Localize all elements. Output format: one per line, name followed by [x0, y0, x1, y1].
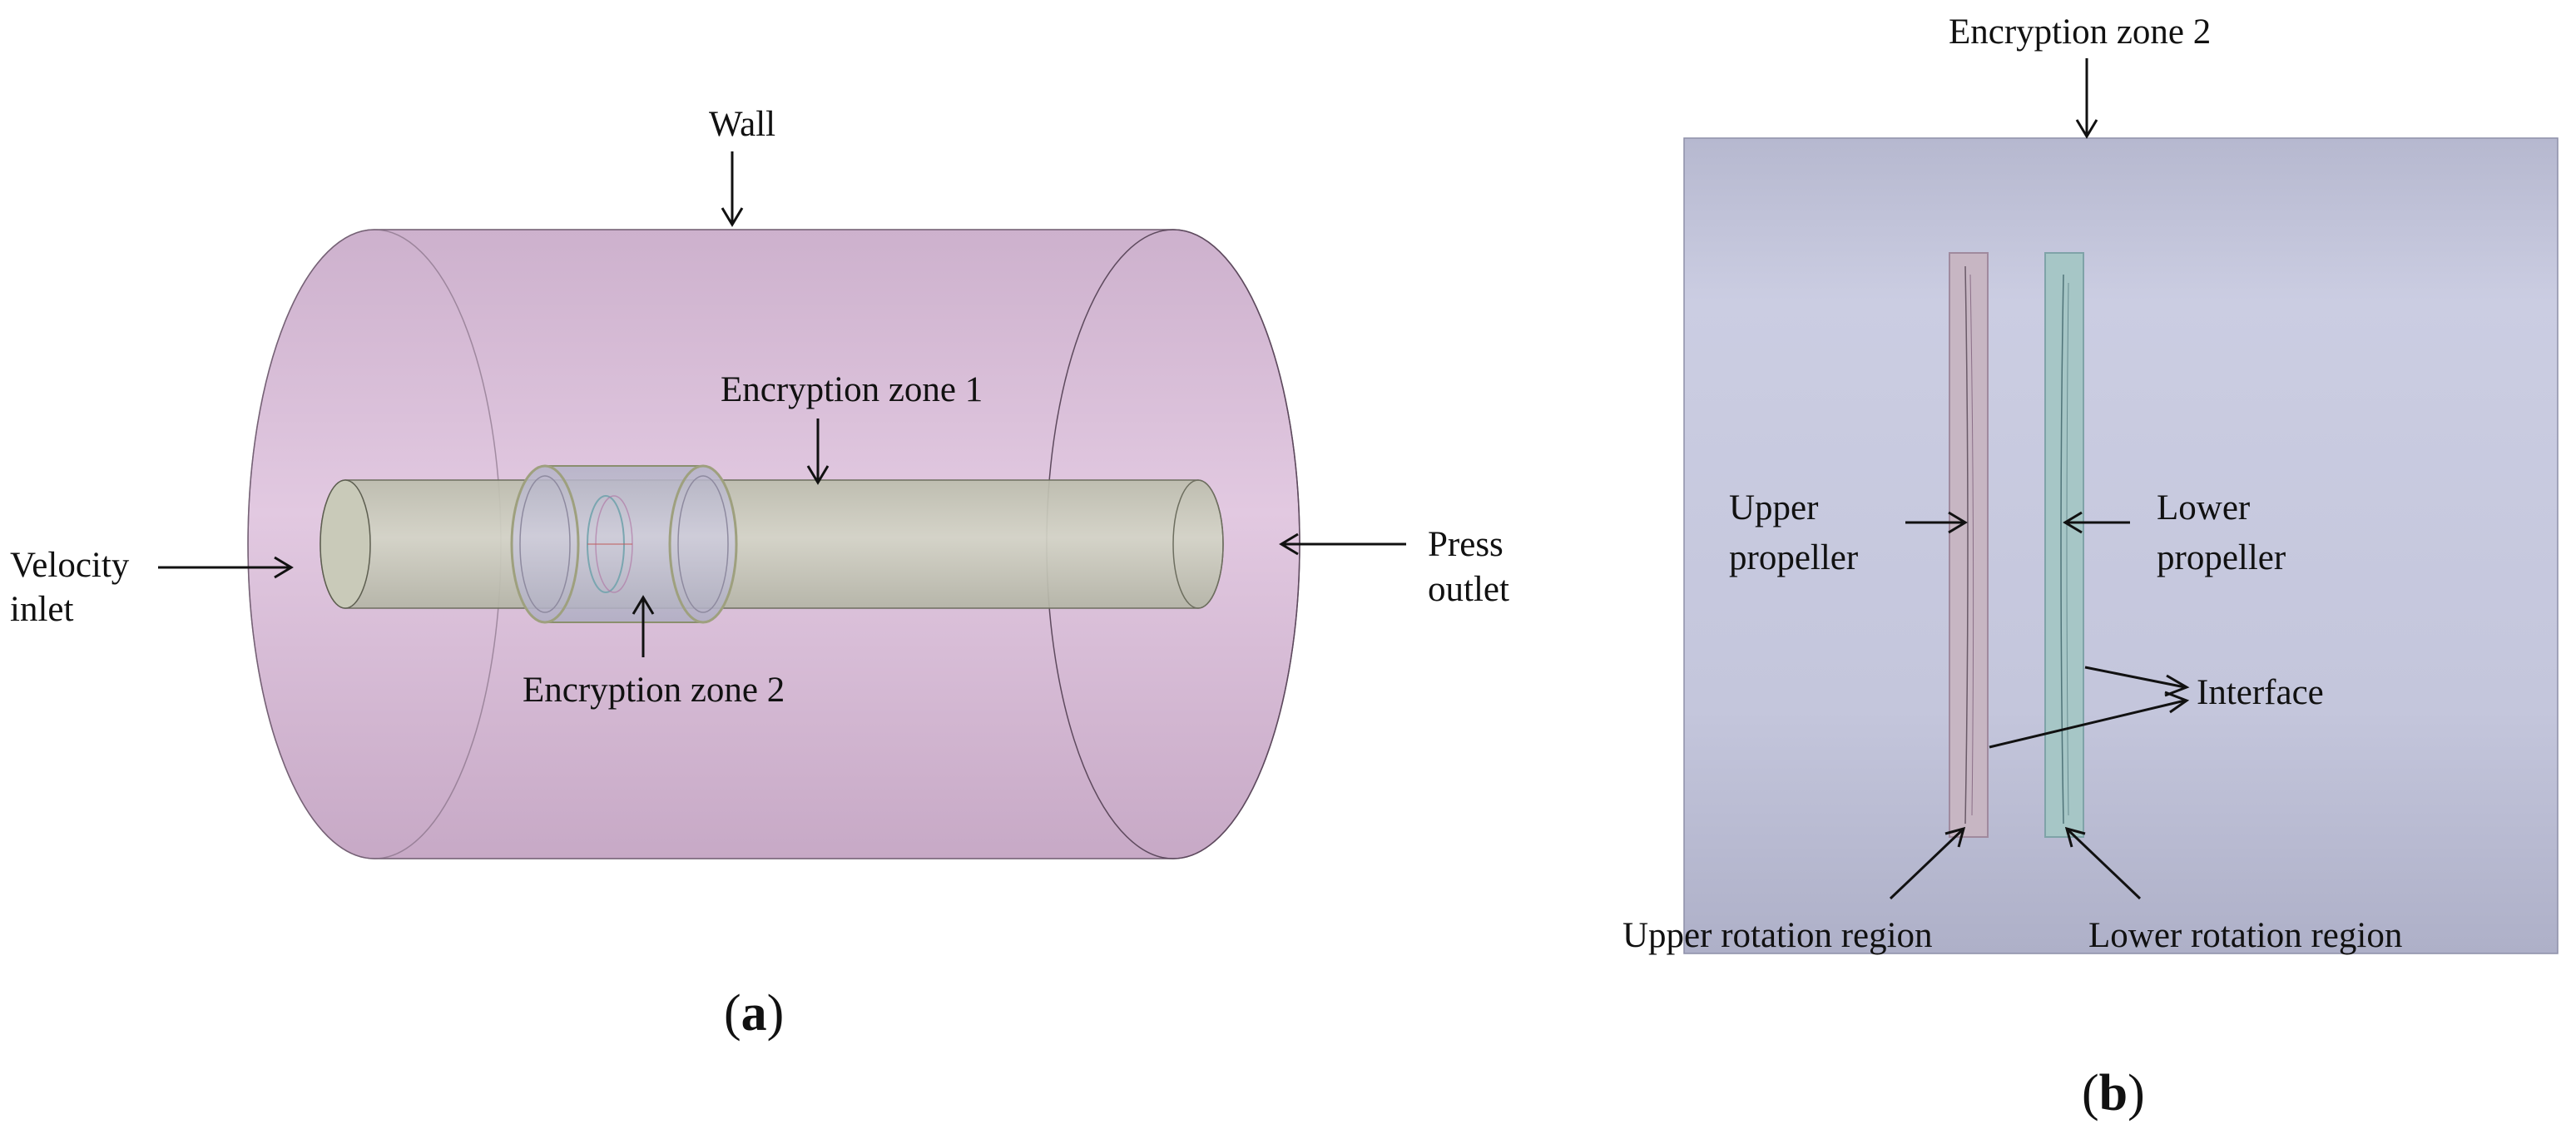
encryption-zone-2-cylinder [510, 464, 738, 624]
lower-propeller-label-line1: Lower [2157, 488, 2250, 527]
arrow-upper-propeller [1905, 511, 1968, 534]
panel-b: Encryption zone 2 Upper propeller Lower … [1622, 12, 2559, 1122]
arrow-upper-rotation-region [1889, 826, 1966, 900]
arrow-encryption-zone-2 [632, 595, 655, 657]
press-outlet-label-line2: outlet [1428, 570, 1509, 609]
upper-rotation-region-label: Upper rotation region [1622, 916, 1933, 955]
panel-b-caption: (b) [2082, 1065, 2145, 1122]
upper-propeller-label-line2: propeller [1729, 538, 1858, 577]
lower-rotation-region [2044, 252, 2084, 838]
arrow-wall [721, 151, 744, 227]
encryption-zone-2-label: Encryption zone 2 [523, 671, 785, 710]
arrow-b-encryption-zone-2 [2075, 58, 2098, 139]
panel-a: Wall Encryption zone 1 Encryption zone 2… [10, 105, 1509, 1042]
lower-propeller-label-line2: propeller [2157, 538, 2286, 577]
velocity-inlet-label-line1: Velocity [10, 546, 130, 585]
encryption-zone-1-label: Encryption zone 1 [721, 370, 983, 409]
upper-rotation-region [1949, 252, 1989, 838]
arrow-encryption-zone-1 [806, 418, 830, 485]
arrow-lower-propeller [2063, 511, 2130, 534]
arrow-velocity-inlet [158, 556, 294, 579]
arrow-press-outlet [1279, 532, 1406, 556]
press-outlet-label-line1: Press [1428, 525, 1503, 564]
b-encryption-zone-2-label: Encryption zone 2 [1949, 12, 2211, 52]
lower-rotation-region-label: Lower rotation region [2088, 916, 2402, 955]
arrow-lower-rotation-region [2064, 826, 2142, 900]
encryption-zone-1-tube [320, 479, 1224, 609]
wall-label: Wall [709, 105, 775, 144]
velocity-inlet-label-line2: inlet [10, 590, 73, 629]
interface-label: Interface [2197, 673, 2324, 712]
upper-propeller-label-line1: Upper [1729, 488, 1818, 527]
encryption-zone-2-section [1683, 137, 2559, 954]
arrows-interface [1989, 666, 2190, 749]
panel-a-caption: (a) [724, 985, 784, 1042]
